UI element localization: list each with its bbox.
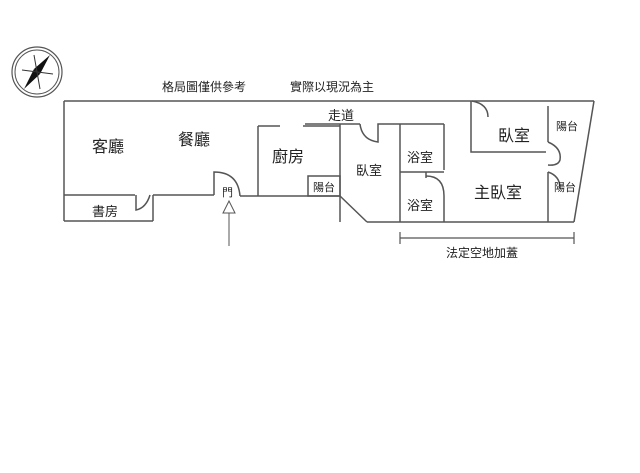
room-bedroom-upper: 臥室 (498, 126, 531, 145)
room-bath-lower: 浴室 (407, 199, 434, 214)
room-master-bedroom: 主臥室 (474, 183, 523, 202)
room-balcony-lower: 陽台 (554, 181, 576, 194)
reference-note: 格局圖僅供參考 (162, 80, 247, 94)
room-door: 門 (222, 186, 233, 199)
room-bedroom: 臥室 (356, 164, 383, 179)
room-corridor: 走道 (328, 109, 355, 124)
room-dining: 餐廳 (178, 130, 211, 149)
room-bath-upper: 浴室 (407, 151, 434, 166)
room-balcony-upper: 陽台 (556, 120, 578, 133)
room-study: 書房 (92, 205, 119, 220)
room-balcony-small: 陽台 (313, 181, 335, 194)
walls (63, 100, 595, 223)
actual-note: 實際以現況為主 (290, 80, 375, 94)
room-living: 客廳 (92, 137, 125, 156)
room-kitchen: 廚房 (272, 147, 305, 166)
dimension-line (399, 232, 575, 244)
compass-icon (11, 46, 63, 98)
entry-arrow-icon (222, 199, 236, 246)
dimension-label: 法定空地加蓋 (446, 246, 519, 260)
